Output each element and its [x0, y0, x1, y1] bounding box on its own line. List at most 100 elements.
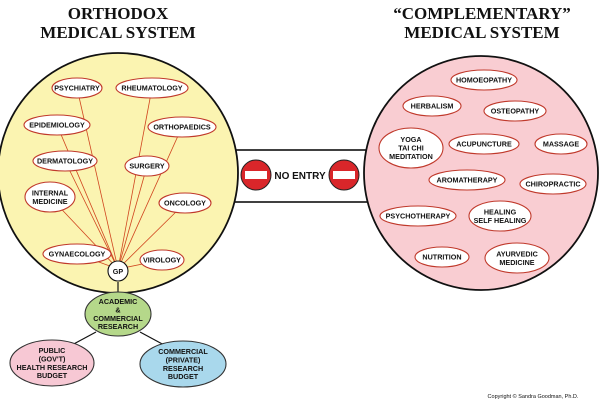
- therapy-homoeopathy-label: HOMOEOPATHY: [456, 76, 512, 85]
- therapy-yoga-label: MEDITATION: [389, 152, 433, 161]
- specialty-dermatology-bubble: [32, 150, 98, 172]
- therapy-yoga-label: YOGA: [400, 135, 421, 144]
- specialty-psychiatry-label: PSYCHIATRY: [54, 84, 100, 93]
- therapy-massage: MASSAGE: [534, 133, 588, 155]
- specialty-virology: VIROLOGY: [139, 249, 185, 271]
- therapy-nutrition: NUTRITION: [414, 246, 470, 268]
- funding-public-label: (GOV'T): [39, 354, 66, 363]
- funding-academic-label: RESEARCH: [98, 322, 138, 331]
- specialty-oncology: ONCOLOGY: [158, 192, 212, 214]
- therapy-healing-label: SELF HEALING: [474, 216, 527, 225]
- orthodox-title-line2: MEDICAL SYSTEM: [40, 23, 195, 42]
- spoke-oncology: [117, 202, 186, 270]
- funding-public-bubble: [9, 339, 95, 387]
- therapy-ayurvedic-label: MEDICINE: [499, 258, 534, 267]
- therapy-aromatherapy: AROMATHERAPY: [428, 169, 506, 191]
- therapy-nutrition-bubble: [414, 246, 470, 268]
- therapy-herbalism: HERBALISM: [402, 95, 462, 117]
- specialty-virology-bubble: [139, 249, 185, 271]
- funding-commercial-label: (PRIVATE): [166, 355, 201, 364]
- therapy-psychotherapy-label: PSYCHOTHERAPY: [386, 212, 451, 221]
- specialty-internal-medicine-bubble: [24, 181, 76, 213]
- therapy-healing-bubble: [468, 200, 532, 232]
- therapy-ayurvedic-bubble: [484, 242, 550, 274]
- therapy-homoeopathy: HOMOEOPATHY: [450, 69, 518, 91]
- therapy-osteopathy-label: OSTEOPATHY: [491, 107, 540, 116]
- funding-public-label: BUDGET: [37, 371, 68, 380]
- specialty-rheumatology: RHEUMATOLOGY: [115, 77, 189, 99]
- funding-commercial-label: COMMERCIAL: [158, 347, 208, 356]
- therapy-acupuncture-bubble: [448, 133, 520, 155]
- spoke-orthopaedics: [117, 126, 183, 270]
- funding-commercial-label: BUDGET: [168, 372, 199, 381]
- complementary-title-line2: MEDICAL SYSTEM: [404, 23, 559, 42]
- funding-commercial-label: RESEARCH: [163, 364, 203, 373]
- therapy-osteopathy: OSTEOPATHY: [483, 100, 547, 122]
- research-funding: ACADEMIC&COMMERCIALRESEARCHPUBLIC(GOV'T)…: [9, 291, 227, 388]
- no-entry-sign-left: [240, 159, 272, 191]
- therapy-acupuncture: ACUPUNCTURE: [448, 133, 520, 155]
- specialty-surgery-label: SURGERY: [129, 162, 164, 171]
- therapy-chiropractic-bubble: [519, 173, 587, 195]
- therapy-acupuncture-label: ACUPUNCTURE: [456, 140, 512, 149]
- gp-node: GP: [107, 260, 129, 282]
- no-entry-label: NO ENTRY: [274, 171, 326, 182]
- specialty-dermatology-label: DERMATOLOGY: [37, 157, 93, 166]
- therapy-homoeopathy-bubble: [450, 69, 518, 91]
- complementary-title-line1: “COMPLEMENTARY”: [393, 4, 571, 23]
- specialty-virology-label: VIROLOGY: [143, 256, 181, 265]
- spoke-surgery: [117, 165, 148, 270]
- specialty-gynaecology-label: GYNAECOLOGY: [49, 250, 106, 259]
- spoke-psychiatry: [76, 87, 119, 270]
- therapy-yoga-bubble: [378, 127, 444, 169]
- specialty-orthopaedics-bubble: [147, 116, 217, 138]
- specialty-gynaecology-bubble: [42, 243, 112, 265]
- no-entry-sign-right: [328, 159, 360, 191]
- therapy-osteopathy-bubble: [483, 100, 547, 122]
- specialty-epidemiology: EPIDEMIOLOGY: [23, 114, 91, 136]
- specialty-oncology-label: ONCOLOGY: [164, 199, 206, 208]
- therapy-chiropractic: CHIROPRACTIC: [519, 173, 587, 195]
- specialty-oncology-bubble: [158, 192, 212, 214]
- funding-academic-label: &: [115, 305, 120, 314]
- therapy-chiropractic-label: CHIROPRACTIC: [525, 180, 580, 189]
- specialty-dermatology: DERMATOLOGY: [32, 150, 98, 172]
- therapy-massage-label: MASSAGE: [543, 140, 580, 149]
- specialty-rheumatology-bubble: [115, 77, 189, 99]
- specialty-orthopaedics-label: ORTHOPAEDICS: [153, 123, 211, 132]
- spoke-epidemiology: [56, 124, 119, 270]
- funding-academic-label: ACADEMIC: [99, 297, 138, 306]
- orthodox-specialties: PSYCHIATRY RHEUMATOLOGY EPIDEMIOLOGY ORTHOP…: [23, 77, 217, 271]
- specialty-surgery-bubble: [124, 155, 170, 177]
- spoke-rheumatology: [117, 87, 153, 270]
- copyright-text: Copyright © Sandra Goodman, Ph.D.: [488, 393, 579, 400]
- therapy-healing-label: HEALING: [484, 207, 517, 216]
- specialty-epidemiology-label: EPIDEMIOLOGY: [29, 121, 85, 130]
- specialty-orthopaedics: ORTHOPAEDICS: [147, 116, 217, 138]
- specialty-psychiatry: PSYCHIATRY: [51, 77, 103, 99]
- therapy-aromatherapy-bubble: [428, 169, 506, 191]
- orthodox-title-line1: ORTHODOX: [68, 4, 169, 23]
- funding-public-label: PUBLIC: [39, 346, 66, 355]
- therapy-yoga-label: TAI CHI: [398, 144, 423, 153]
- specialty-gynaecology: GYNAECOLOGY: [42, 243, 112, 265]
- therapy-massage-bubble: [534, 133, 588, 155]
- therapy-herbalism-bubble: [402, 95, 462, 117]
- gp-label: GP: [113, 267, 124, 276]
- specialty-psychiatry-bubble: [51, 77, 103, 99]
- therapy-herbalism-label: HERBALISM: [411, 102, 454, 111]
- therapy-aromatherapy-label: AROMATHERAPY: [437, 176, 498, 185]
- specialty-internal-medicine-label: MEDICINE: [32, 197, 67, 206]
- specialty-surgery: SURGERY: [124, 155, 170, 177]
- specialty-rheumatology-label: RHEUMATOLOGY: [121, 84, 182, 93]
- funding-academic-bubble: [84, 291, 152, 337]
